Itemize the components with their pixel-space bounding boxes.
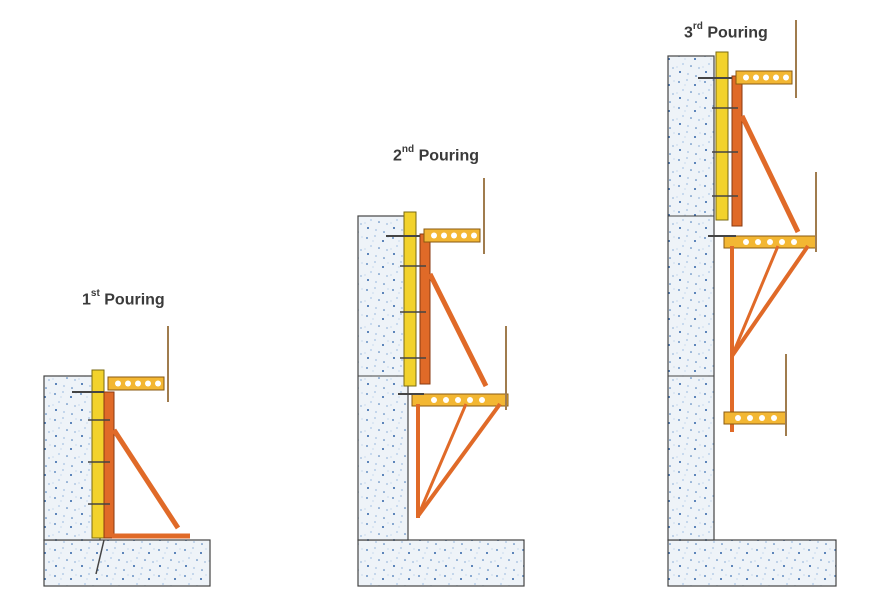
stage-3-top-beam-holes [743,74,789,81]
stage-3-platform-holes [743,239,797,245]
stage-3-support-brace-2 [730,245,780,357]
stage-3-yellow-waler [715,51,729,221]
stage-3-label-text: Pouring [702,24,768,42]
stage-3-support-brace [730,244,810,358]
stage-3-label-num: 3 [684,24,693,42]
stage-2-orange-column [419,233,431,385]
stage-2-label: 2nd Pouring [393,144,480,165]
stage-2-platform-holes [431,397,485,403]
stage-3-lower-platform-holes [735,415,777,421]
stage-3-group [667,20,837,587]
stage-2-top-beam-holes [431,232,477,239]
stage-1-tie-rods [88,419,110,505]
stage-1-group [43,326,211,587]
stage-3-diagonal-brace [739,114,801,234]
stage-2-wall-concrete [357,215,409,541]
stage-1-label: 1st Pouring [82,288,165,309]
stage-2-tie-rods [400,265,426,359]
stage-1-ground-anchor [95,539,105,575]
stage-3-label: 3rd Pouring [684,21,768,42]
stage-3-orange-column [731,75,743,227]
stage-1-yellow-waler [91,369,105,539]
stage-2-label-text: Pouring [414,147,480,165]
stage-2-support-brace-2 [416,403,468,517]
stage-3-wall-concrete [667,55,715,541]
stage-2-base-slab [357,539,525,587]
stage-1-label-text: Pouring [99,291,165,309]
stage-1-orange-column [103,391,115,539]
stage-1-beam-holes [115,380,161,387]
stage-2-label-num: 2 [393,147,402,165]
stage-1-label-suffix: st [90,288,100,299]
stage-2-group [357,178,525,587]
stage-2-yellow-waler [403,211,417,387]
stage-2-diagonal-brace [427,272,489,388]
stage-1-diagonal-brace [111,428,181,530]
stage-3-label-suffix: rd [692,21,703,32]
stage-2-support-brace [416,402,502,518]
stage-3-tie-rods [712,107,738,197]
stage-1-base-slab [43,539,211,587]
stage-1-wall-concrete [43,375,101,541]
stage-3-base-slab [667,539,837,587]
stage-1-label-num: 1 [82,291,91,309]
stage-2-label-suffix: nd [401,144,415,155]
